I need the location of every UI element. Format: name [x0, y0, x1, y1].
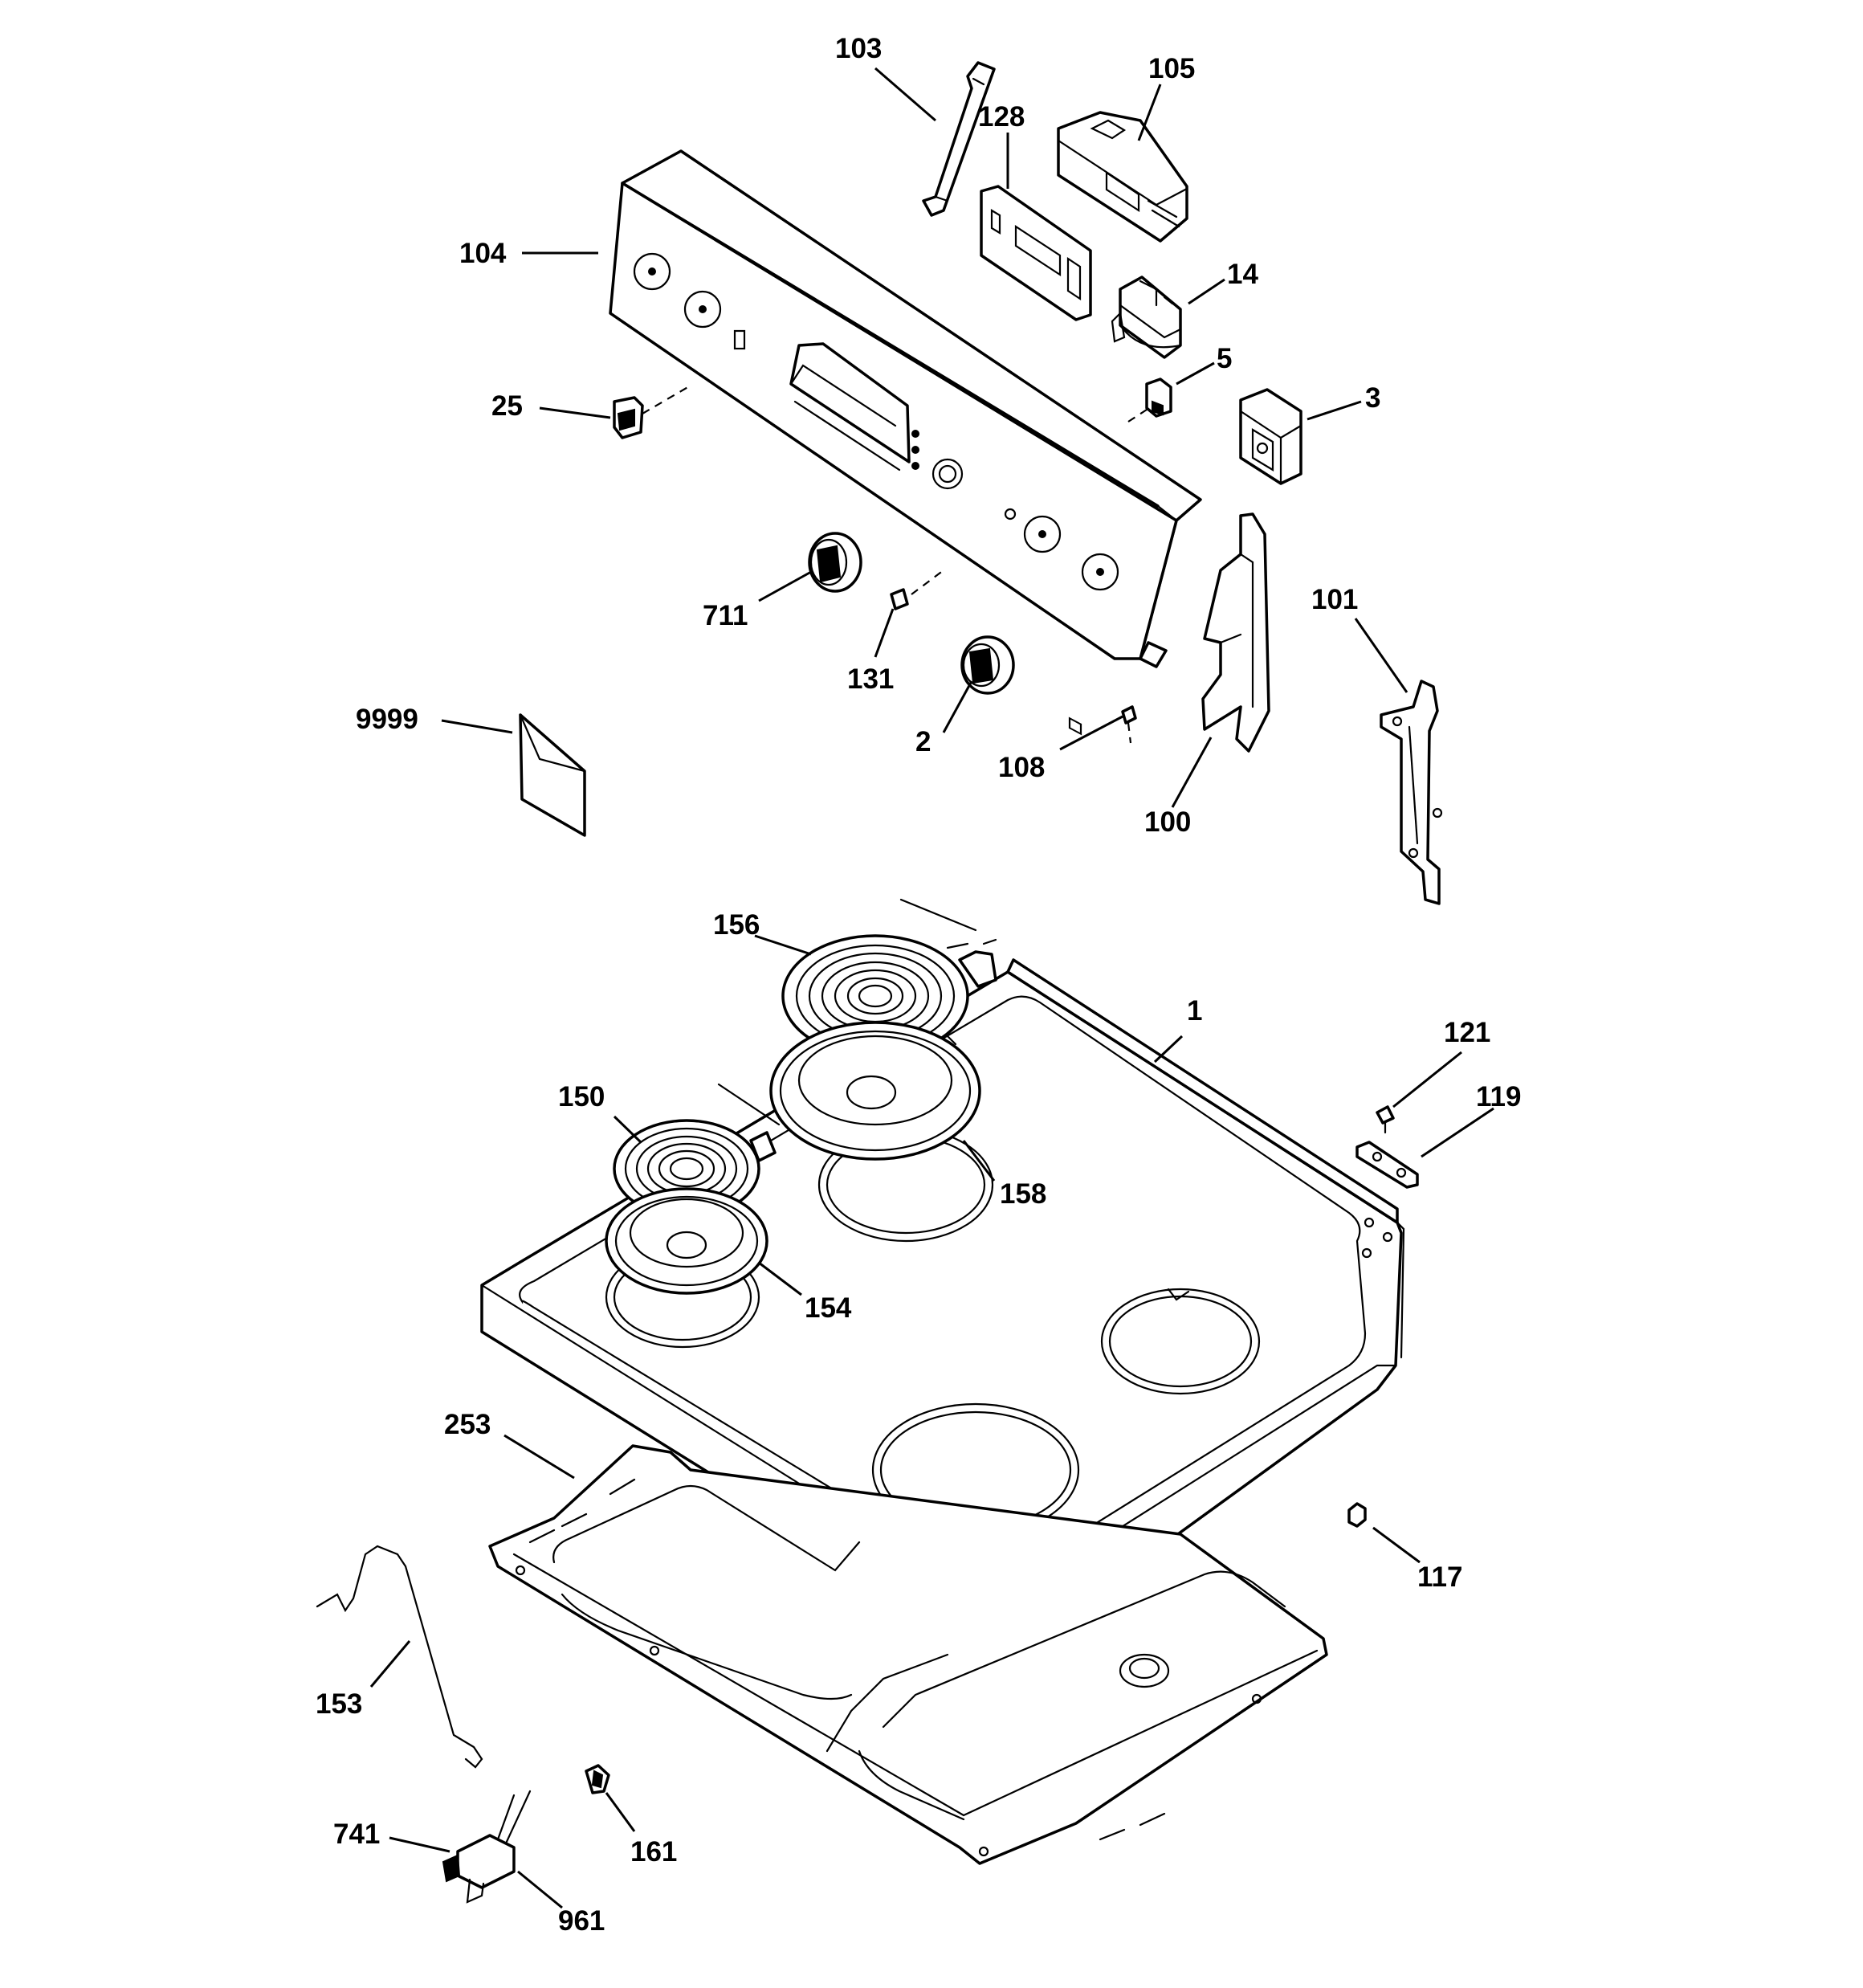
label-117: 117	[1417, 1561, 1462, 1593]
leader-lines	[369, 67, 1494, 1909]
label-108: 108	[998, 752, 1045, 783]
label-741: 741	[333, 1819, 380, 1850]
label-9999: 9999	[356, 704, 418, 735]
part-128-overlay	[980, 185, 1092, 321]
part-100-side-trim	[1201, 512, 1270, 753]
part-711-knob	[808, 532, 862, 593]
part-101-bracket	[1380, 680, 1443, 905]
label-158: 158	[1000, 1178, 1046, 1210]
part-153-wire-rod	[316, 1545, 483, 1769]
part-labels: 103 105 128 104 14 5 3 25 711 131 2 108 …	[316, 33, 1521, 1937]
part-158-drip-pan-large	[769, 1021, 981, 1161]
part-117-nut	[1347, 1502, 1367, 1528]
part-25-rocker	[613, 385, 691, 439]
part-253-burner-box	[488, 1444, 1328, 1865]
part-741-terminal-block	[442, 1790, 532, 1904]
label-711: 711	[703, 600, 748, 631]
label-101: 101	[1311, 584, 1358, 615]
label-14: 14	[1227, 259, 1258, 290]
label-100: 100	[1144, 806, 1191, 838]
main-top-cooktop	[480, 958, 1405, 1664]
backsplash-panel	[609, 149, 1202, 668]
part-9999-literature	[519, 713, 586, 837]
label-121: 121	[1444, 1017, 1490, 1048]
label-156: 156	[713, 909, 760, 941]
part-5-switch	[1127, 378, 1172, 423]
part-119-bracket	[1355, 1141, 1419, 1189]
label-1: 1	[1187, 995, 1202, 1027]
label-105: 105	[1148, 53, 1195, 84]
label-119: 119	[1476, 1081, 1521, 1112]
label-2: 2	[915, 726, 931, 757]
label-153: 153	[316, 1688, 362, 1720]
part-154-drip-pan-small	[605, 1187, 768, 1295]
label-161: 161	[630, 1836, 677, 1868]
label-103: 103	[835, 33, 882, 64]
label-961: 961	[558, 1905, 605, 1937]
part-161-clip	[585, 1764, 610, 1794]
part-14-switch	[1111, 276, 1182, 359]
label-25: 25	[491, 390, 523, 422]
label-150: 150	[558, 1081, 605, 1112]
part-108-screw	[1121, 705, 1137, 744]
part-105-control-board	[1057, 111, 1188, 736]
label-131: 131	[847, 663, 894, 695]
part-131-clip	[890, 569, 944, 610]
part-2-knob	[960, 635, 1015, 695]
label-104: 104	[459, 238, 507, 269]
label-253: 253	[444, 1409, 491, 1440]
part-121-screw	[1376, 1105, 1395, 1134]
label-128: 128	[978, 101, 1025, 133]
part-103-bracket	[922, 61, 996, 217]
label-3: 3	[1365, 382, 1380, 414]
label-154: 154	[805, 1292, 852, 1324]
label-5: 5	[1217, 343, 1232, 374]
part-3-housing	[1239, 388, 1302, 485]
